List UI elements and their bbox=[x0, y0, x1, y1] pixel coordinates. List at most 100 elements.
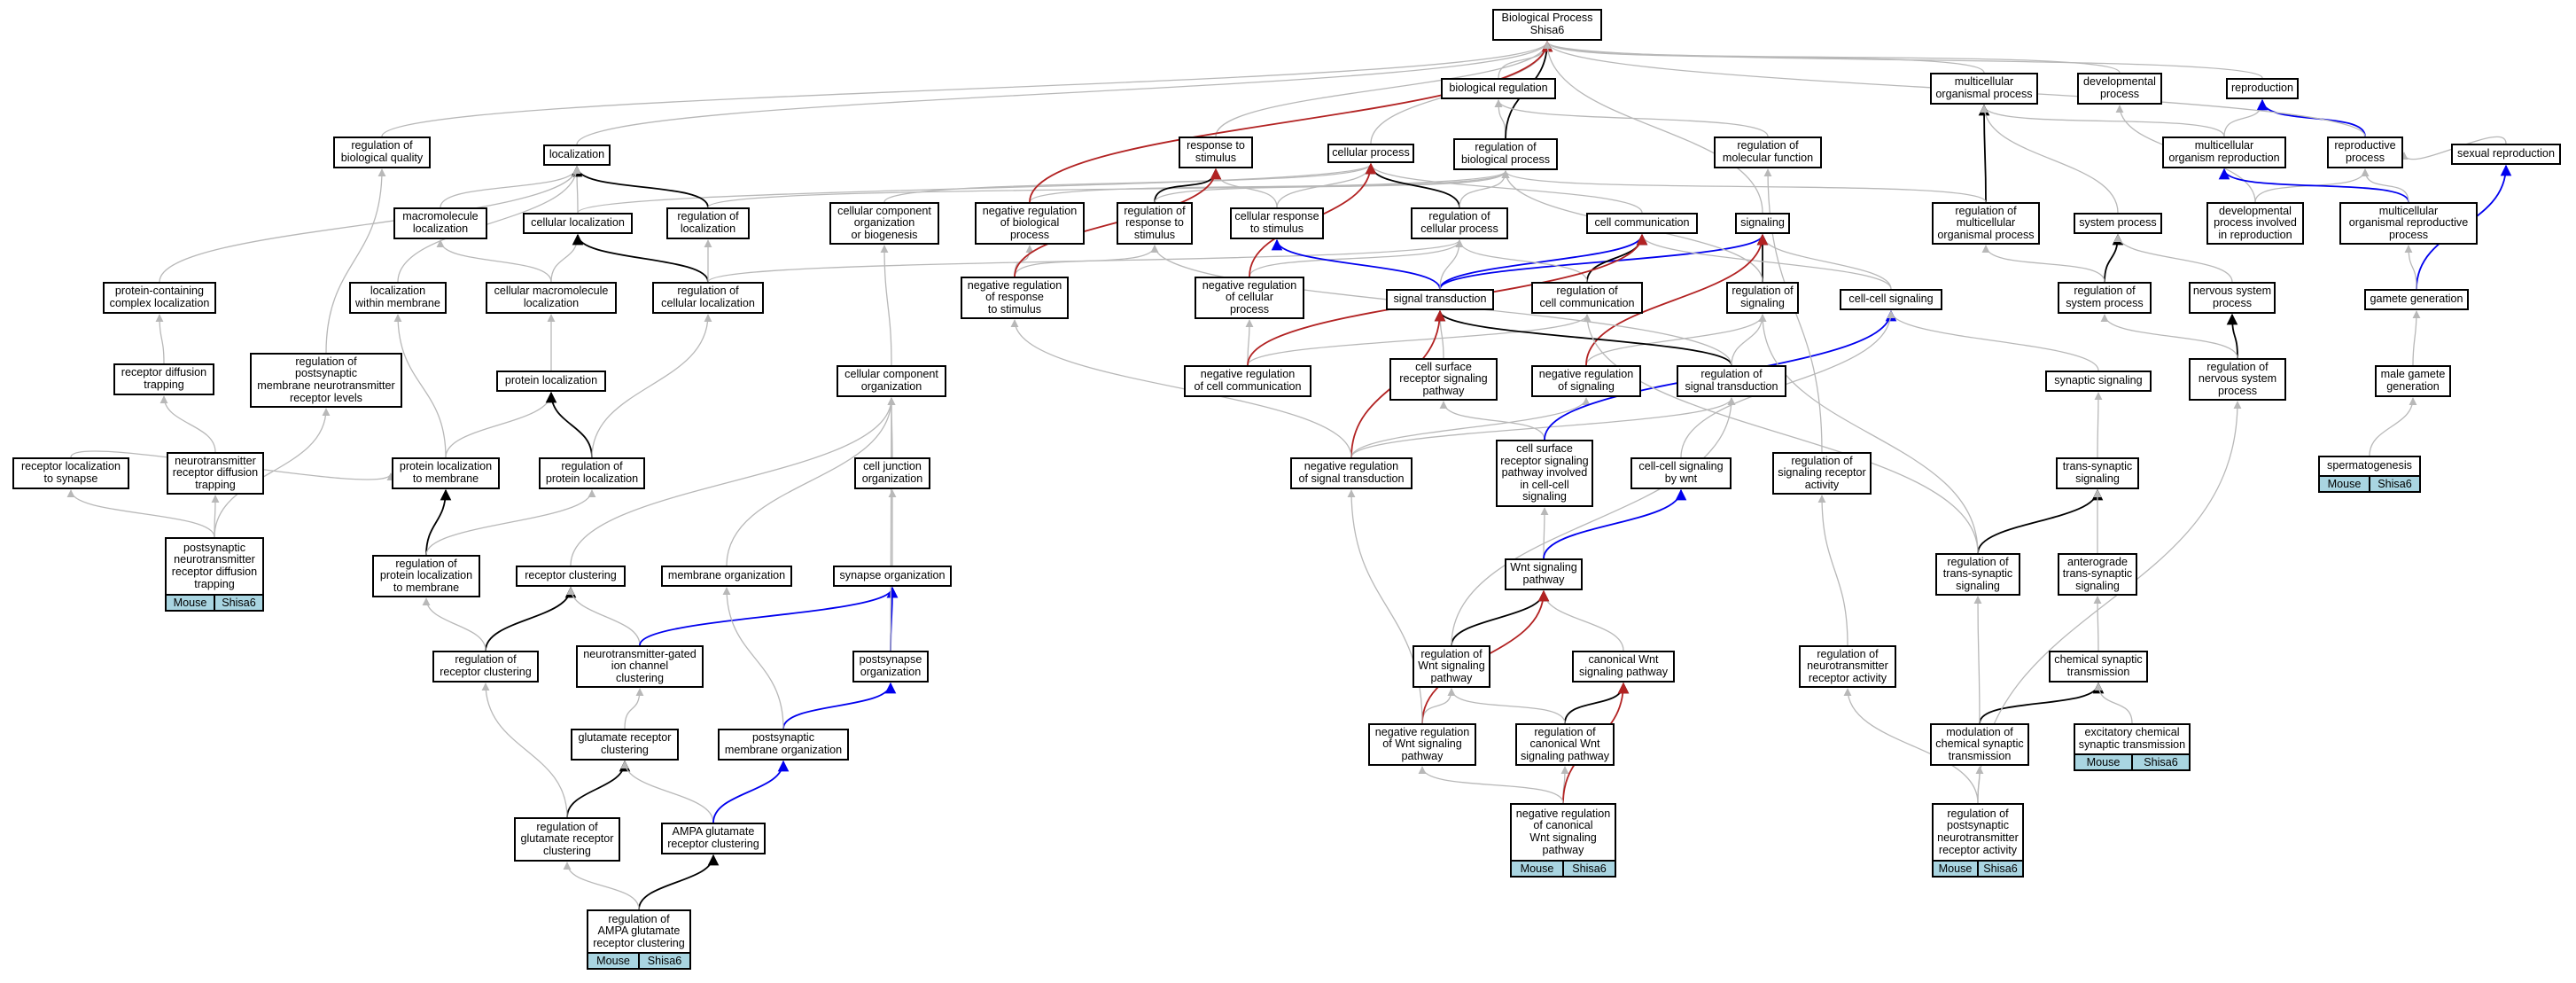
node-receptor-localization-to-synapse[interactable]: receptor localization to synapse bbox=[12, 457, 129, 489]
node-receptor-clustering[interactable]: receptor clustering bbox=[516, 566, 626, 587]
gene-label: Shisa6 bbox=[1562, 860, 1616, 878]
node-regulation-of-postsynaptic-membrane-neurotransmitter-receptor-levels[interactable]: regulation of postsynaptic membrane neur… bbox=[250, 353, 402, 408]
node-cellular-localization[interactable]: cellular localization bbox=[523, 213, 633, 234]
node-localization[interactable]: localization bbox=[543, 144, 611, 166]
edge-negative-regulation-of-signal-transduction-to-negative-regulation-of-signaling bbox=[1350, 397, 1591, 458]
node-negative-regulation-of-response-to-stimulus[interactable]: negative regulation of response to stimu… bbox=[961, 277, 1069, 319]
node-spermatogenesis[interactable]: spermatogenesis bbox=[2318, 456, 2421, 477]
node-regulation-of-trans-synaptic-signaling[interactable]: regulation of trans-synaptic signaling bbox=[1935, 553, 2020, 596]
node-negative-regulation-of-biological-process[interactable]: negative regulation of biological proces… bbox=[975, 202, 1085, 245]
node-postsynaptic-neurotransmitter-receptor-diffusion-trapping[interactable]: postsynaptic neurotransmitter receptor d… bbox=[165, 537, 264, 596]
node-developmental-process[interactable]: developmental process bbox=[2077, 73, 2162, 105]
node-regulation-of-molecular-function[interactable]: regulation of molecular function bbox=[1714, 137, 1822, 168]
node-multicellular-organism-reproduction[interactable]: multicellular organism reproduction bbox=[2162, 137, 2286, 168]
node-neurotransmitter-receptor-diffusion-trapping[interactable]: neurotransmitter receptor diffusion trap… bbox=[167, 452, 264, 495]
node-regulation-of-cellular-localization[interactable]: regulation of cellular localization bbox=[652, 282, 764, 314]
edge-gamete-generation-to-multicellular-organismal-reproductive-process bbox=[2404, 245, 2417, 290]
node-protein-localization-to-membrane[interactable]: protein localization to membrane bbox=[392, 457, 500, 489]
node-synapse-organization[interactable]: synapse organization bbox=[833, 566, 952, 587]
node-regulation-of-protein-localization[interactable]: regulation of protein localization bbox=[539, 457, 645, 489]
node-cell-cell-signaling[interactable]: cell-cell signaling bbox=[1840, 289, 1942, 310]
node-membrane-organization[interactable]: membrane organization bbox=[661, 566, 792, 587]
node-trans-synaptic-signaling[interactable]: trans-synaptic signaling bbox=[2056, 457, 2139, 489]
node-regulation-of-wnt-signaling-pathway[interactable]: regulation of Wnt signaling pathway bbox=[1413, 645, 1490, 688]
node-sexual-reproduction[interactable]: sexual reproduction bbox=[2451, 144, 2561, 165]
edge-neurotransmitter-gated-ion-channel-clustering-to-synapse-organization bbox=[639, 586, 899, 646]
node-response-to-stimulus[interactable]: response to stimulus bbox=[1179, 137, 1253, 168]
node-regulation-of-ampa-glutamate-receptor-clustering[interactable]: regulation of AMPA glutamate receptor cl… bbox=[587, 909, 691, 954]
node-multicellular-organismal-process[interactable]: multicellular organismal process bbox=[1930, 73, 2038, 105]
node-negative-regulation-of-cell-communication[interactable]: negative regulation of cell communicatio… bbox=[1184, 365, 1311, 397]
node-gamete-generation[interactable]: gamete generation bbox=[2364, 289, 2469, 310]
node-cellular-process[interactable]: cellular process bbox=[1327, 144, 1414, 163]
node-regulation-of-multicellular-organismal-process[interactable]: regulation of multicellular organismal p… bbox=[1932, 202, 2040, 245]
node-regulation-of-biological-process[interactable]: regulation of biological process bbox=[1453, 138, 1558, 170]
node-regulation-of-signal-transduction[interactable]: regulation of signal transduction bbox=[1677, 365, 1786, 397]
node-cellular-component-organization[interactable]: cellular component organization bbox=[837, 365, 946, 397]
node-cell-cell-signaling-by-wnt[interactable]: cell-cell signaling by wnt bbox=[1630, 457, 1732, 489]
node-chemical-synaptic-transmission[interactable]: chemical synaptic transmission bbox=[2049, 651, 2148, 683]
node-cell-surface-receptor-signaling-pathway[interactable]: cell surface receptor signaling pathway bbox=[1389, 358, 1498, 401]
node-negative-regulation-of-cellular-process[interactable]: negative regulation of cellular process bbox=[1195, 277, 1304, 319]
node-regulation-of-localization[interactable]: regulation of localization bbox=[666, 207, 750, 239]
node-signaling[interactable]: signaling bbox=[1735, 213, 1790, 234]
node-regulation-of-signaling-receptor-activity[interactable]: regulation of signaling receptor activit… bbox=[1772, 452, 1872, 495]
node-regulation-of-cellular-process[interactable]: regulation of cellular process bbox=[1411, 207, 1508, 239]
node-regulation-of-response-to-stimulus[interactable]: regulation of response to stimulus bbox=[1117, 202, 1193, 245]
node-negative-regulation-of-signal-transduction[interactable]: negative regulation of signal transducti… bbox=[1290, 457, 1413, 489]
node-regulation-of-postsynaptic-neurotransmitter-receptor-activity[interactable]: regulation of postsynaptic neurotransmit… bbox=[1932, 803, 2024, 862]
node-signal-transduction[interactable]: signal transduction bbox=[1386, 289, 1494, 310]
node-negative-regulation-of-wnt-signaling-pathway[interactable]: negative regulation of Wnt signaling pat… bbox=[1368, 723, 1476, 766]
node-excitatory-chemical-synaptic-transmission[interactable]: excitatory chemical synaptic transmissio… bbox=[2074, 723, 2191, 755]
node-protein-containing-complex-localization[interactable]: protein-containing complex localization bbox=[103, 282, 216, 314]
node-anterograde-trans-synaptic-signaling[interactable]: anterograde trans-synaptic signaling bbox=[2058, 553, 2137, 596]
node-ampa-glutamate-receptor-clustering[interactable]: AMPA glutamate receptor clustering bbox=[661, 823, 766, 854]
node-synaptic-signaling[interactable]: synaptic signaling bbox=[2045, 371, 2152, 392]
edge-male-gamete-generation-to-gamete-generation bbox=[2412, 310, 2421, 366]
node-negative-regulation-of-signaling[interactable]: negative regulation of signaling bbox=[1531, 365, 1641, 397]
node-glutamate-receptor-clustering[interactable]: glutamate receptor clustering bbox=[571, 729, 679, 761]
edge-signal-transduction-to-cellular-response-to-stimulus bbox=[1271, 238, 1441, 290]
node-receptor-diffusion-trapping[interactable]: receptor diffusion trapping bbox=[113, 363, 214, 395]
node-nervous-system-process[interactable]: nervous system process bbox=[2189, 282, 2276, 314]
edge-negative-regulation-of-response-to-stimulus-to-response-to-stimulus bbox=[1014, 168, 1222, 277]
node-postsynaptic-membrane-organization[interactable]: postsynaptic membrane organization bbox=[718, 729, 849, 761]
node-regulation-of-protein-localization-to-membrane[interactable]: regulation of protein localization to me… bbox=[372, 555, 480, 597]
node-regulation-of-glutamate-receptor-clustering[interactable]: regulation of glutamate receptor cluster… bbox=[514, 817, 620, 862]
node-reproductive-process[interactable]: reproductive process bbox=[2327, 137, 2403, 168]
node-cellular-response-to-stimulus[interactable]: cellular response to stimulus bbox=[1230, 207, 1324, 239]
edge-receptor-clustering-to-cellular-component-organization bbox=[570, 397, 896, 566]
node-negative-regulation-of-canonical-wnt-signaling-pathway[interactable]: negative regulation of canonical Wnt sig… bbox=[1510, 803, 1616, 862]
edge-negative-regulation-of-biological-process-to-regulation-of-biological-process bbox=[1029, 170, 1510, 203]
node-regulation-of-nervous-system-process[interactable]: regulation of nervous system process bbox=[2189, 358, 2286, 401]
node-regulation-of-canonical-wnt-signaling-pathway[interactable]: regulation of canonical Wnt signaling pa… bbox=[1515, 723, 1615, 766]
node-biological-process-root[interactable]: Biological Process Shisa6 bbox=[1492, 9, 1602, 41]
node-neurotransmitter-gated-ion-channel-clustering[interactable]: neurotransmitter-gated ion channel clust… bbox=[576, 645, 704, 688]
node-localization-within-membrane[interactable]: localization within membrane bbox=[349, 282, 447, 314]
node-wnt-signaling-pathway[interactable]: Wnt signaling pathway bbox=[1505, 558, 1583, 590]
node-regulation-of-biological-quality[interactable]: regulation of biological quality bbox=[333, 137, 431, 168]
node-protein-localization[interactable]: protein localization bbox=[496, 371, 606, 392]
node-biological-regulation[interactable]: biological regulation bbox=[1441, 78, 1556, 99]
node-cell-surface-receptor-signaling-pathway-involved-in-cell-cell-signaling[interactable]: cell surface receptor signaling pathway … bbox=[1496, 440, 1593, 507]
node-regulation-of-neurotransmitter-receptor-activity[interactable]: regulation of neurotransmitter receptor … bbox=[1799, 645, 1896, 688]
node-macromolecule-localization[interactable]: macromolecule localization bbox=[393, 207, 487, 239]
node-cellular-macromolecule-localization[interactable]: cellular macromolecule localization bbox=[486, 282, 617, 314]
node-developmental-process-involved-in-reproduction[interactable]: developmental process involved in reprod… bbox=[2206, 202, 2304, 245]
node-regulation-of-cell-communication[interactable]: regulation of cell communication bbox=[1531, 282, 1643, 314]
node-regulation-of-signaling[interactable]: regulation of signaling bbox=[1726, 282, 1799, 314]
node-canonical-wnt-signaling-pathway[interactable]: canonical Wnt signaling pathway bbox=[1572, 651, 1675, 683]
node-reproduction[interactable]: reproduction bbox=[2226, 78, 2299, 99]
node-regulation-of-receptor-clustering[interactable]: regulation of receptor clustering bbox=[432, 651, 539, 683]
node-male-gamete-generation[interactable]: male gamete generation bbox=[2375, 365, 2451, 397]
node-postsynapse-organization[interactable]: postsynapse organization bbox=[852, 651, 929, 683]
node-cell-junction-organization[interactable]: cell junction organization bbox=[854, 457, 930, 489]
node-regulation-of-system-process[interactable]: regulation of system process bbox=[2058, 282, 2152, 314]
node-modulation-of-chemical-synaptic-transmission[interactable]: modulation of chemical synaptic transmis… bbox=[1930, 723, 2029, 766]
edge-negative-regulation-of-wnt-signaling-pathway-to-negative-regulation-of-signal-transduction bbox=[1347, 489, 1423, 724]
node-multicellular-organismal-reproductive-process[interactable]: multicellular organismal reproductive pr… bbox=[2339, 202, 2478, 245]
node-system-process[interactable]: system process bbox=[2074, 213, 2162, 234]
node-cellular-component-organization-or-biogenesis[interactable]: cellular component organization or bioge… bbox=[829, 202, 939, 245]
node-cell-communication[interactable]: cell communication bbox=[1586, 213, 1698, 234]
edge-regulation-of-cell-communication-to-regulation-of-cellular-process bbox=[1455, 239, 1588, 283]
